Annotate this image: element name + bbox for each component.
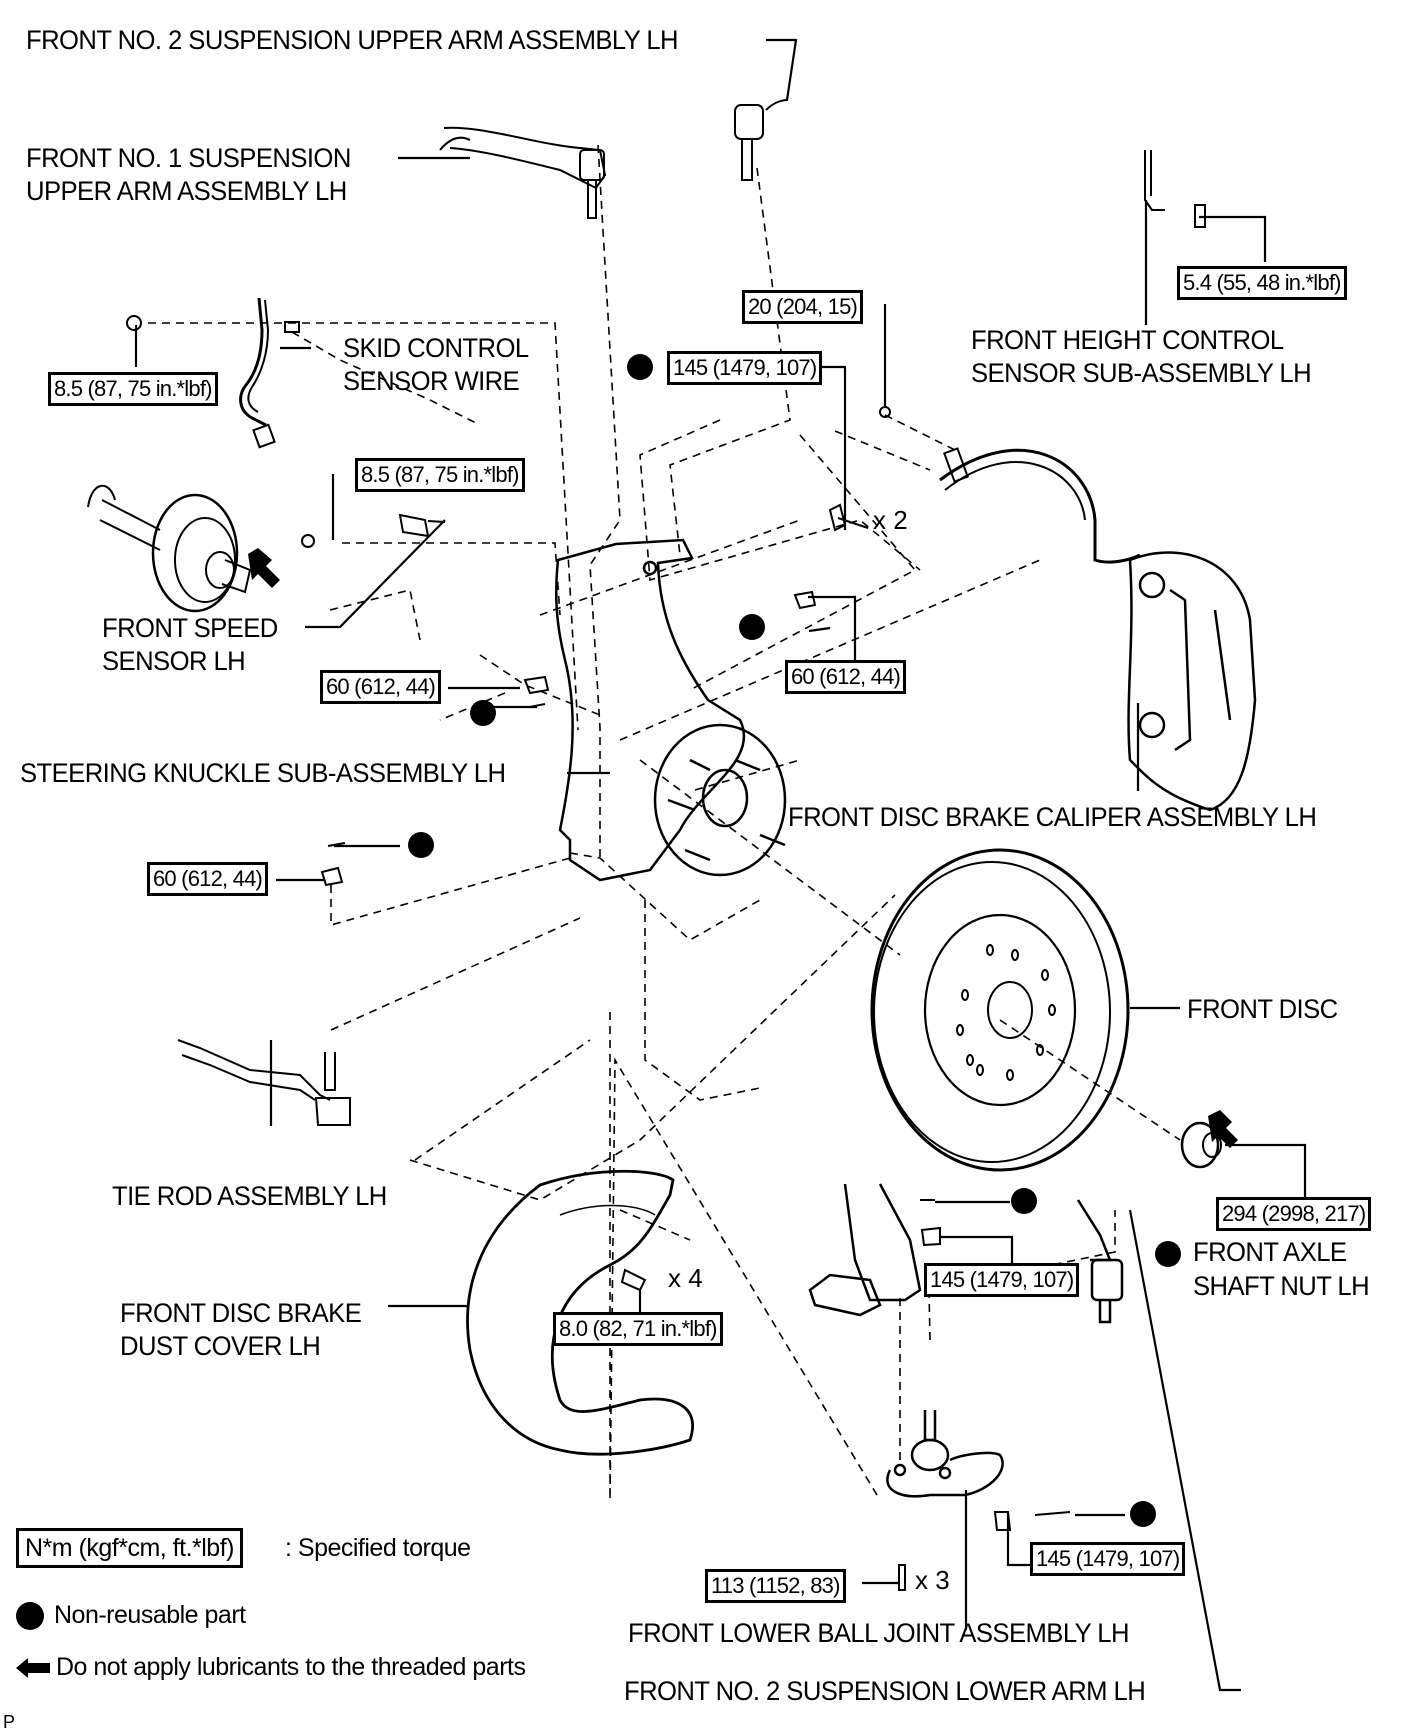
label-height-sensor-line2: SENSOR SUB-ASSEMBLY LH: [971, 358, 1312, 388]
nonreusable-marker-upper-arm-bolt: [627, 354, 653, 380]
height-sensor-drawing: [1144, 150, 1206, 228]
legend-torque-desc: : Specified torque: [285, 1534, 471, 1562]
label-dust-cover-line2: DUST COVER LH: [120, 1331, 321, 1361]
torque-upper-arm-2: 20 (204, 15): [742, 290, 864, 324]
qty-ball-joint-bolt: x 3: [915, 1565, 950, 1595]
nonreusable-marker-axle-nut: [1155, 1241, 1181, 1267]
assembly-guide-lines: [148, 144, 1181, 1501]
torque-nut-tie-rod: 60 (612, 44): [147, 862, 269, 896]
torque-dust-cover: 8.0 (82, 71 in.*lbf): [553, 1312, 723, 1346]
label-skid-wire-line1: SKID CONTROL: [343, 333, 529, 363]
label-tie-rod: TIE ROD ASSEMBLY LH: [112, 1181, 387, 1211]
label-upper-arm-2: FRONT NO. 2 SUSPENSION UPPER ARM ASSEMBL…: [26, 25, 679, 55]
nonreusable-marker-cotter-lower-arm: [1011, 1188, 1037, 1214]
label-dust-cover-line1: FRONT DISC BRAKE: [120, 1298, 362, 1328]
label-upper-arm-1-line2: UPPER ARM ASSEMBLY LH: [26, 176, 347, 206]
skid-wire-drawing: [126, 297, 300, 449]
steering-knuckle-drawing: [555, 538, 787, 882]
label-ball-joint: FRONT LOWER BALL JOINT ASSEMBLY LH: [628, 1618, 1129, 1648]
nonreusable-marker-cotter-right: [739, 614, 765, 640]
leader-lines: [134, 38, 1307, 1692]
label-upper-arm-1-line1: FRONT NO. 1 SUSPENSION: [26, 143, 351, 173]
label-speed-sensor-line2: SENSOR LH: [102, 646, 246, 676]
lower-arm-drawing: [808, 1183, 1124, 1324]
torque-axle-nut: 294 (2998, 217): [1216, 1197, 1372, 1231]
torque-ball-joint-nut: 145 (1479, 107): [1030, 1542, 1186, 1576]
nonreusable-marker-cotter-tie-rod: [408, 832, 434, 858]
legend-nonreusable-text: Non-reusable part: [54, 1601, 246, 1629]
label-speed-sensor-line1: FRONT SPEED: [102, 613, 278, 643]
qty-upper-arm-bolt: x 2: [873, 505, 908, 535]
torque-lower-arm-nut: 145 (1479, 107): [924, 1263, 1080, 1297]
torque-speed-sensor: 8.5 (87, 75 in.*lbf): [355, 458, 525, 492]
qty-dust-cover-bolt: x 4: [668, 1263, 703, 1293]
tie-rod-drawing: [177, 1039, 351, 1126]
height-link-drawing: [879, 406, 1141, 564]
torque-upper-arm-bolt: 145 (1479, 107): [667, 351, 823, 385]
legend-nonreusable-icon: [16, 1602, 44, 1630]
dust-cover-drawing: [466, 1169, 694, 1456]
label-front-disc: FRONT DISC: [1187, 994, 1338, 1024]
label-height-sensor-line1: FRONT HEIGHT CONTROL: [971, 325, 1284, 355]
torque-nut-upper-left: 60 (612, 44): [320, 670, 442, 704]
upper-arm-1-drawing: [439, 126, 607, 219]
front-disc-drawing: [870, 848, 1130, 1172]
label-knuckle: STEERING KNUCKLE SUB-ASSEMBLY LH: [20, 758, 506, 788]
fastener-glyphs: [320, 503, 1071, 1591]
label-skid-wire-line2: SENSOR WIRE: [343, 366, 520, 396]
legend-arrow-icon: [16, 1658, 50, 1678]
label-axle-nut-line1: FRONT AXLE: [1193, 1237, 1347, 1267]
drive-shaft-drawing: [87, 484, 252, 613]
caliper-drawing: [1127, 551, 1257, 812]
upper-arm-2-drawing: [734, 99, 789, 181]
label-lower-arm-2: FRONT NO. 2 SUSPENSION LOWER ARM LH: [624, 1676, 1146, 1706]
speed-sensor-drawing: [301, 513, 446, 548]
nonreusable-marker-cotter-left: [470, 700, 496, 726]
torque-ball-joint-bolt: 113 (1152, 83): [705, 1569, 846, 1603]
ball-joint-drawing: [886, 1410, 1004, 1498]
torque-height-sensor: 5.4 (55, 48 in.*lbf): [1177, 266, 1347, 300]
legend-no-lube-text: Do not apply lubricants to the threaded …: [56, 1653, 526, 1681]
no-lube-arrows: [248, 548, 1238, 1148]
nonreusable-marker-cotter-ball-joint: [1130, 1501, 1156, 1527]
torque-wire-bracket: 8.5 (87, 75 in.*lbf): [48, 372, 218, 406]
torque-nut-upper-right: 60 (612, 44): [785, 660, 907, 694]
corner-mark: P: [3, 1712, 16, 1732]
label-axle-nut-line2: SHAFT NUT LH: [1193, 1271, 1370, 1301]
legend-torque-unit-box: N*m (kgf*cm, ft.*lbf): [16, 1528, 243, 1568]
label-caliper: FRONT DISC BRAKE CALIPER ASSEMBLY LH: [788, 802, 1317, 832]
